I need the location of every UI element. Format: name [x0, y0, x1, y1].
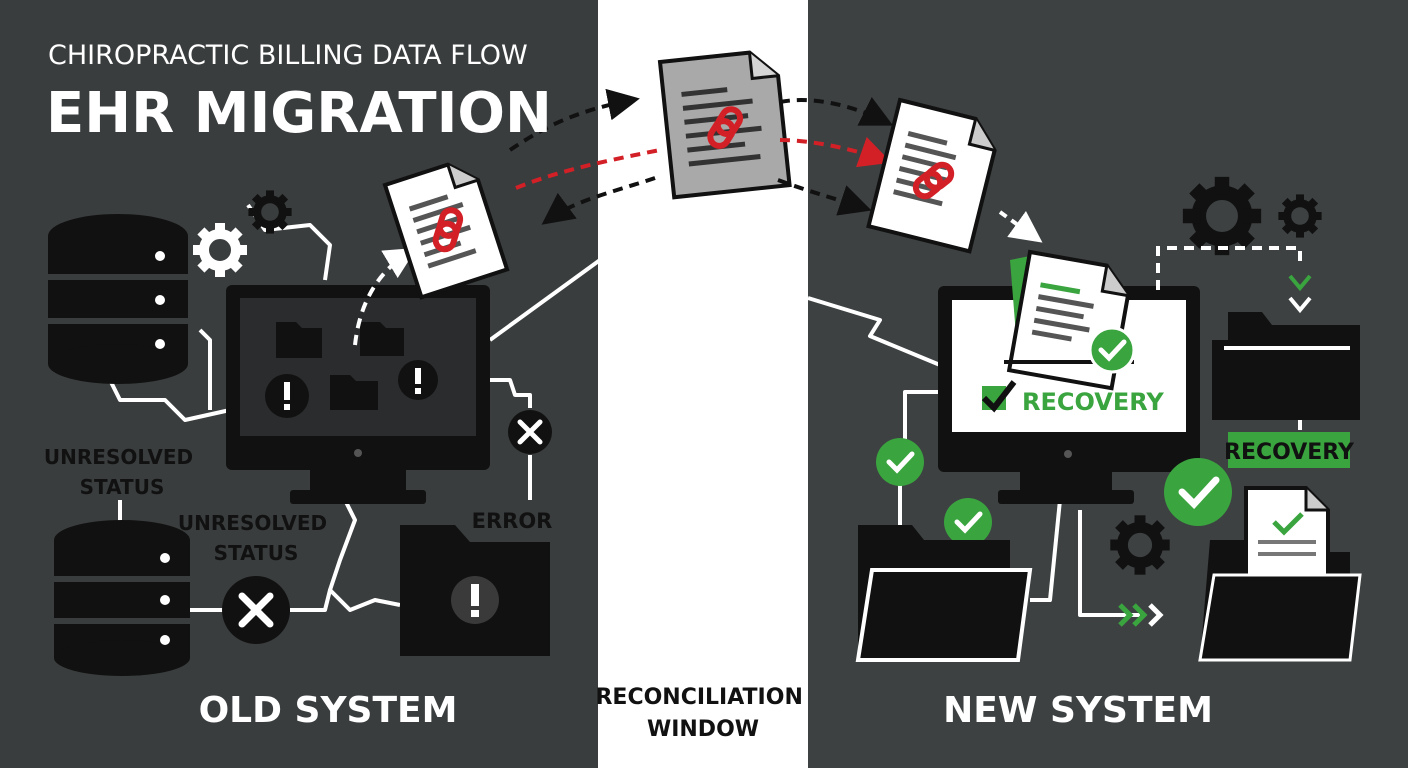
flow-arrow [353, 247, 417, 346]
database-icon [48, 214, 188, 384]
folder-icon [330, 375, 378, 410]
unresolved-status-label-1: UNRESOLVED STATUS [44, 445, 200, 499]
monitor-recovery-badge: RECOVERY [1022, 388, 1164, 416]
side-recovery-badge: RECOVERY [1224, 440, 1355, 465]
gear-icon [193, 223, 247, 277]
folder-icon [400, 525, 550, 656]
old-wires [108, 203, 602, 612]
check-icon [1088, 326, 1136, 374]
check-icon [1164, 458, 1232, 526]
document-link-icon [866, 97, 997, 254]
folder-icon [855, 525, 1033, 662]
error-label: ERROR [472, 509, 553, 533]
page-title: EHR MIGRATION [46, 81, 552, 146]
document-link-icon [382, 162, 510, 300]
folder-icon [1198, 486, 1362, 662]
monitor-icon [938, 249, 1200, 504]
reconciliation-window-label: RECONCILIATION WINDOW [595, 685, 810, 742]
monitor-icon [226, 285, 490, 504]
old-system-label: OLD SYSTEM [199, 690, 458, 731]
folder-icon [1212, 312, 1360, 420]
new-wires [807, 296, 1302, 617]
side-recovery-badge-bg [1228, 432, 1350, 468]
folder-icon [360, 322, 404, 356]
check-icon [876, 438, 924, 486]
new-system-label: NEW SYSTEM [943, 690, 1213, 731]
unresolved-status-label-2: UNRESOLVED STATUS [178, 511, 334, 565]
database-icon [54, 520, 190, 676]
folder-icon [276, 322, 322, 358]
check-icon [944, 498, 992, 546]
gear-icon [248, 190, 291, 233]
document-link-icon [657, 50, 792, 200]
subtitle: CHIROPRACTIC BILLING DATA FLOW [48, 40, 528, 71]
